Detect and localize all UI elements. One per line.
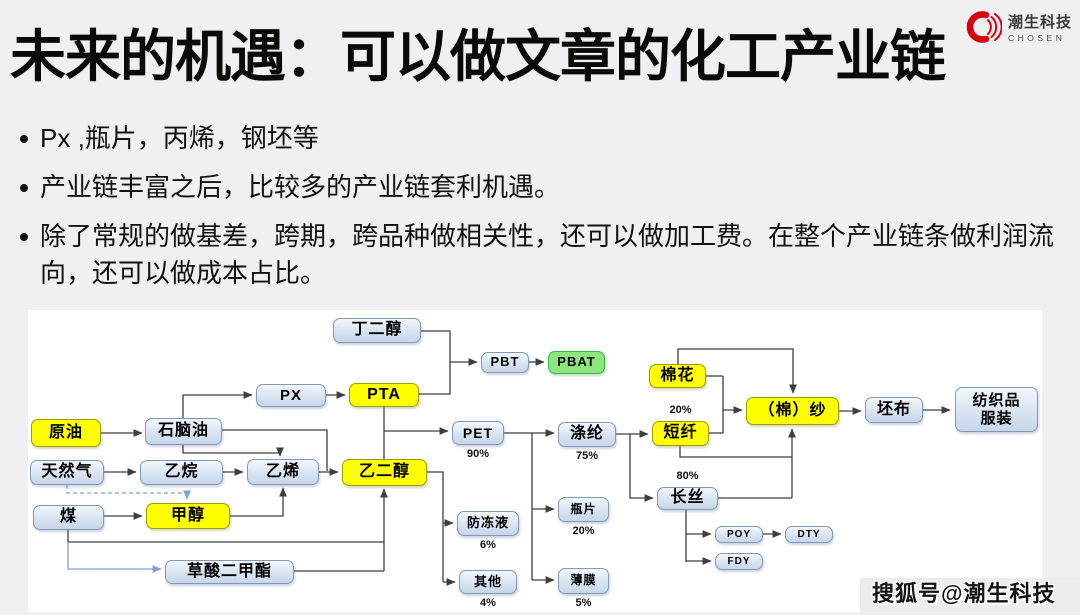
flow-node-yixi: 乙烯 bbox=[247, 459, 319, 485]
flow-edge-33 bbox=[677, 348, 797, 394]
flow-node-fangdongye: 防冻液 bbox=[457, 511, 519, 536]
flow-node-changsi: 长丝 bbox=[657, 487, 718, 510]
flow-edge-28 bbox=[629, 434, 654, 502]
brand-name: 潮生科技 bbox=[1007, 14, 1072, 31]
flow-pct-duanxian: 20% bbox=[669, 404, 692, 416]
flow-edge-15 bbox=[182, 445, 284, 457]
flow-edge-1 bbox=[182, 391, 253, 418]
flow-pct-bomo: 5% bbox=[575, 597, 592, 609]
bullet-item-2: 产业链丰富之后，比较多的产业链套利机遇。 bbox=[14, 169, 1064, 206]
flow-node-fangzhipin: 纺织品服装 bbox=[955, 387, 1038, 432]
watermark: 搜狐号@潮生科技 bbox=[872, 581, 1056, 606]
flow-edge-34 bbox=[679, 446, 792, 458]
flow-node-yiwan: 乙烷 bbox=[140, 460, 223, 485]
flow-node-pbt: PBT bbox=[481, 352, 529, 373]
flow-node-jiachun: 甲醇 bbox=[146, 503, 230, 529]
brand-subtitle: CHOSEN bbox=[1007, 33, 1066, 43]
flow-pct-qita: 4% bbox=[480, 597, 496, 609]
flow-pct-fangdongye: 6% bbox=[480, 539, 496, 551]
chosen-wave-icon bbox=[966, 11, 1002, 43]
brand-logo: 潮生科技 CHOSEN bbox=[960, 8, 1072, 46]
flow-node-px: PX bbox=[256, 384, 326, 407]
flow-edge-19 bbox=[230, 487, 287, 517]
bullet-list: Px ,瓶片，丙烯，钢坯等 产业链丰富之后，比较多的产业链套利机遇。 除了常规的… bbox=[14, 120, 1064, 304]
flow-node-dty: DTY bbox=[785, 526, 833, 543]
flow-pct-pingpian: 20% bbox=[572, 525, 595, 537]
corner-shade bbox=[860, 578, 1080, 615]
flow-node-miansha: （棉）纱 bbox=[746, 397, 839, 425]
flow-node-poy: POY bbox=[715, 526, 763, 543]
flow-edge-24 bbox=[427, 471, 444, 582]
flow-pct-pet: 90% bbox=[466, 448, 490, 460]
flow-node-qita: 其他 bbox=[459, 570, 517, 594]
slide-title: 未来的机遇：可以做文章的化工产业链 bbox=[10, 25, 946, 88]
flow-edge-16 bbox=[222, 429, 328, 471]
flow-node-shinaoyou: 石脑油 bbox=[145, 418, 222, 445]
flow-node-pbat: PBAT bbox=[548, 351, 605, 374]
flow-edge-21 bbox=[67, 542, 162, 573]
flow-node-mei: 煤 bbox=[33, 505, 104, 530]
flow-node-mianhua: 棉花 bbox=[649, 364, 706, 388]
brand-text: 潮生科技 CHOSEN bbox=[1008, 11, 1072, 43]
flow-node-caosuanerjiazhi: 草酸二甲酯 bbox=[165, 560, 294, 584]
flow-node-dingerchun: 丁二醇 bbox=[333, 318, 421, 343]
flow-node-duanxian: 短纤 bbox=[652, 421, 709, 446]
flow-node-pibu: 坯布 bbox=[865, 397, 923, 423]
flow-node-bomo: 薄膜 bbox=[558, 568, 609, 594]
flow-node-pingpian: 瓶片 bbox=[558, 497, 609, 522]
flow-pct-dilun: 75% bbox=[575, 450, 599, 462]
flow-edge-17 bbox=[66, 485, 191, 500]
flow-node-fdy: FDY bbox=[715, 553, 763, 570]
flow-node-pet: PET bbox=[452, 421, 504, 445]
flow-node-dilun: 涤纶 bbox=[558, 422, 616, 447]
flow-node-pta: PTA bbox=[349, 383, 419, 407]
flow-pct-changsi: 80% bbox=[676, 470, 699, 482]
bullet-item-3: 除了常规的做基差，跨期，跨品种做相关性，还可以做加工费。在整个产业链条做利润流向… bbox=[14, 218, 1064, 292]
flow-node-yierchun: 乙二醇 bbox=[342, 459, 427, 486]
flow-node-tianranqi: 天然气 bbox=[30, 460, 104, 485]
bullet-item-1: Px ,瓶片，丙烯，钢坯等 bbox=[14, 120, 1064, 157]
flow-node-yuanyou: 原油 bbox=[31, 419, 101, 447]
